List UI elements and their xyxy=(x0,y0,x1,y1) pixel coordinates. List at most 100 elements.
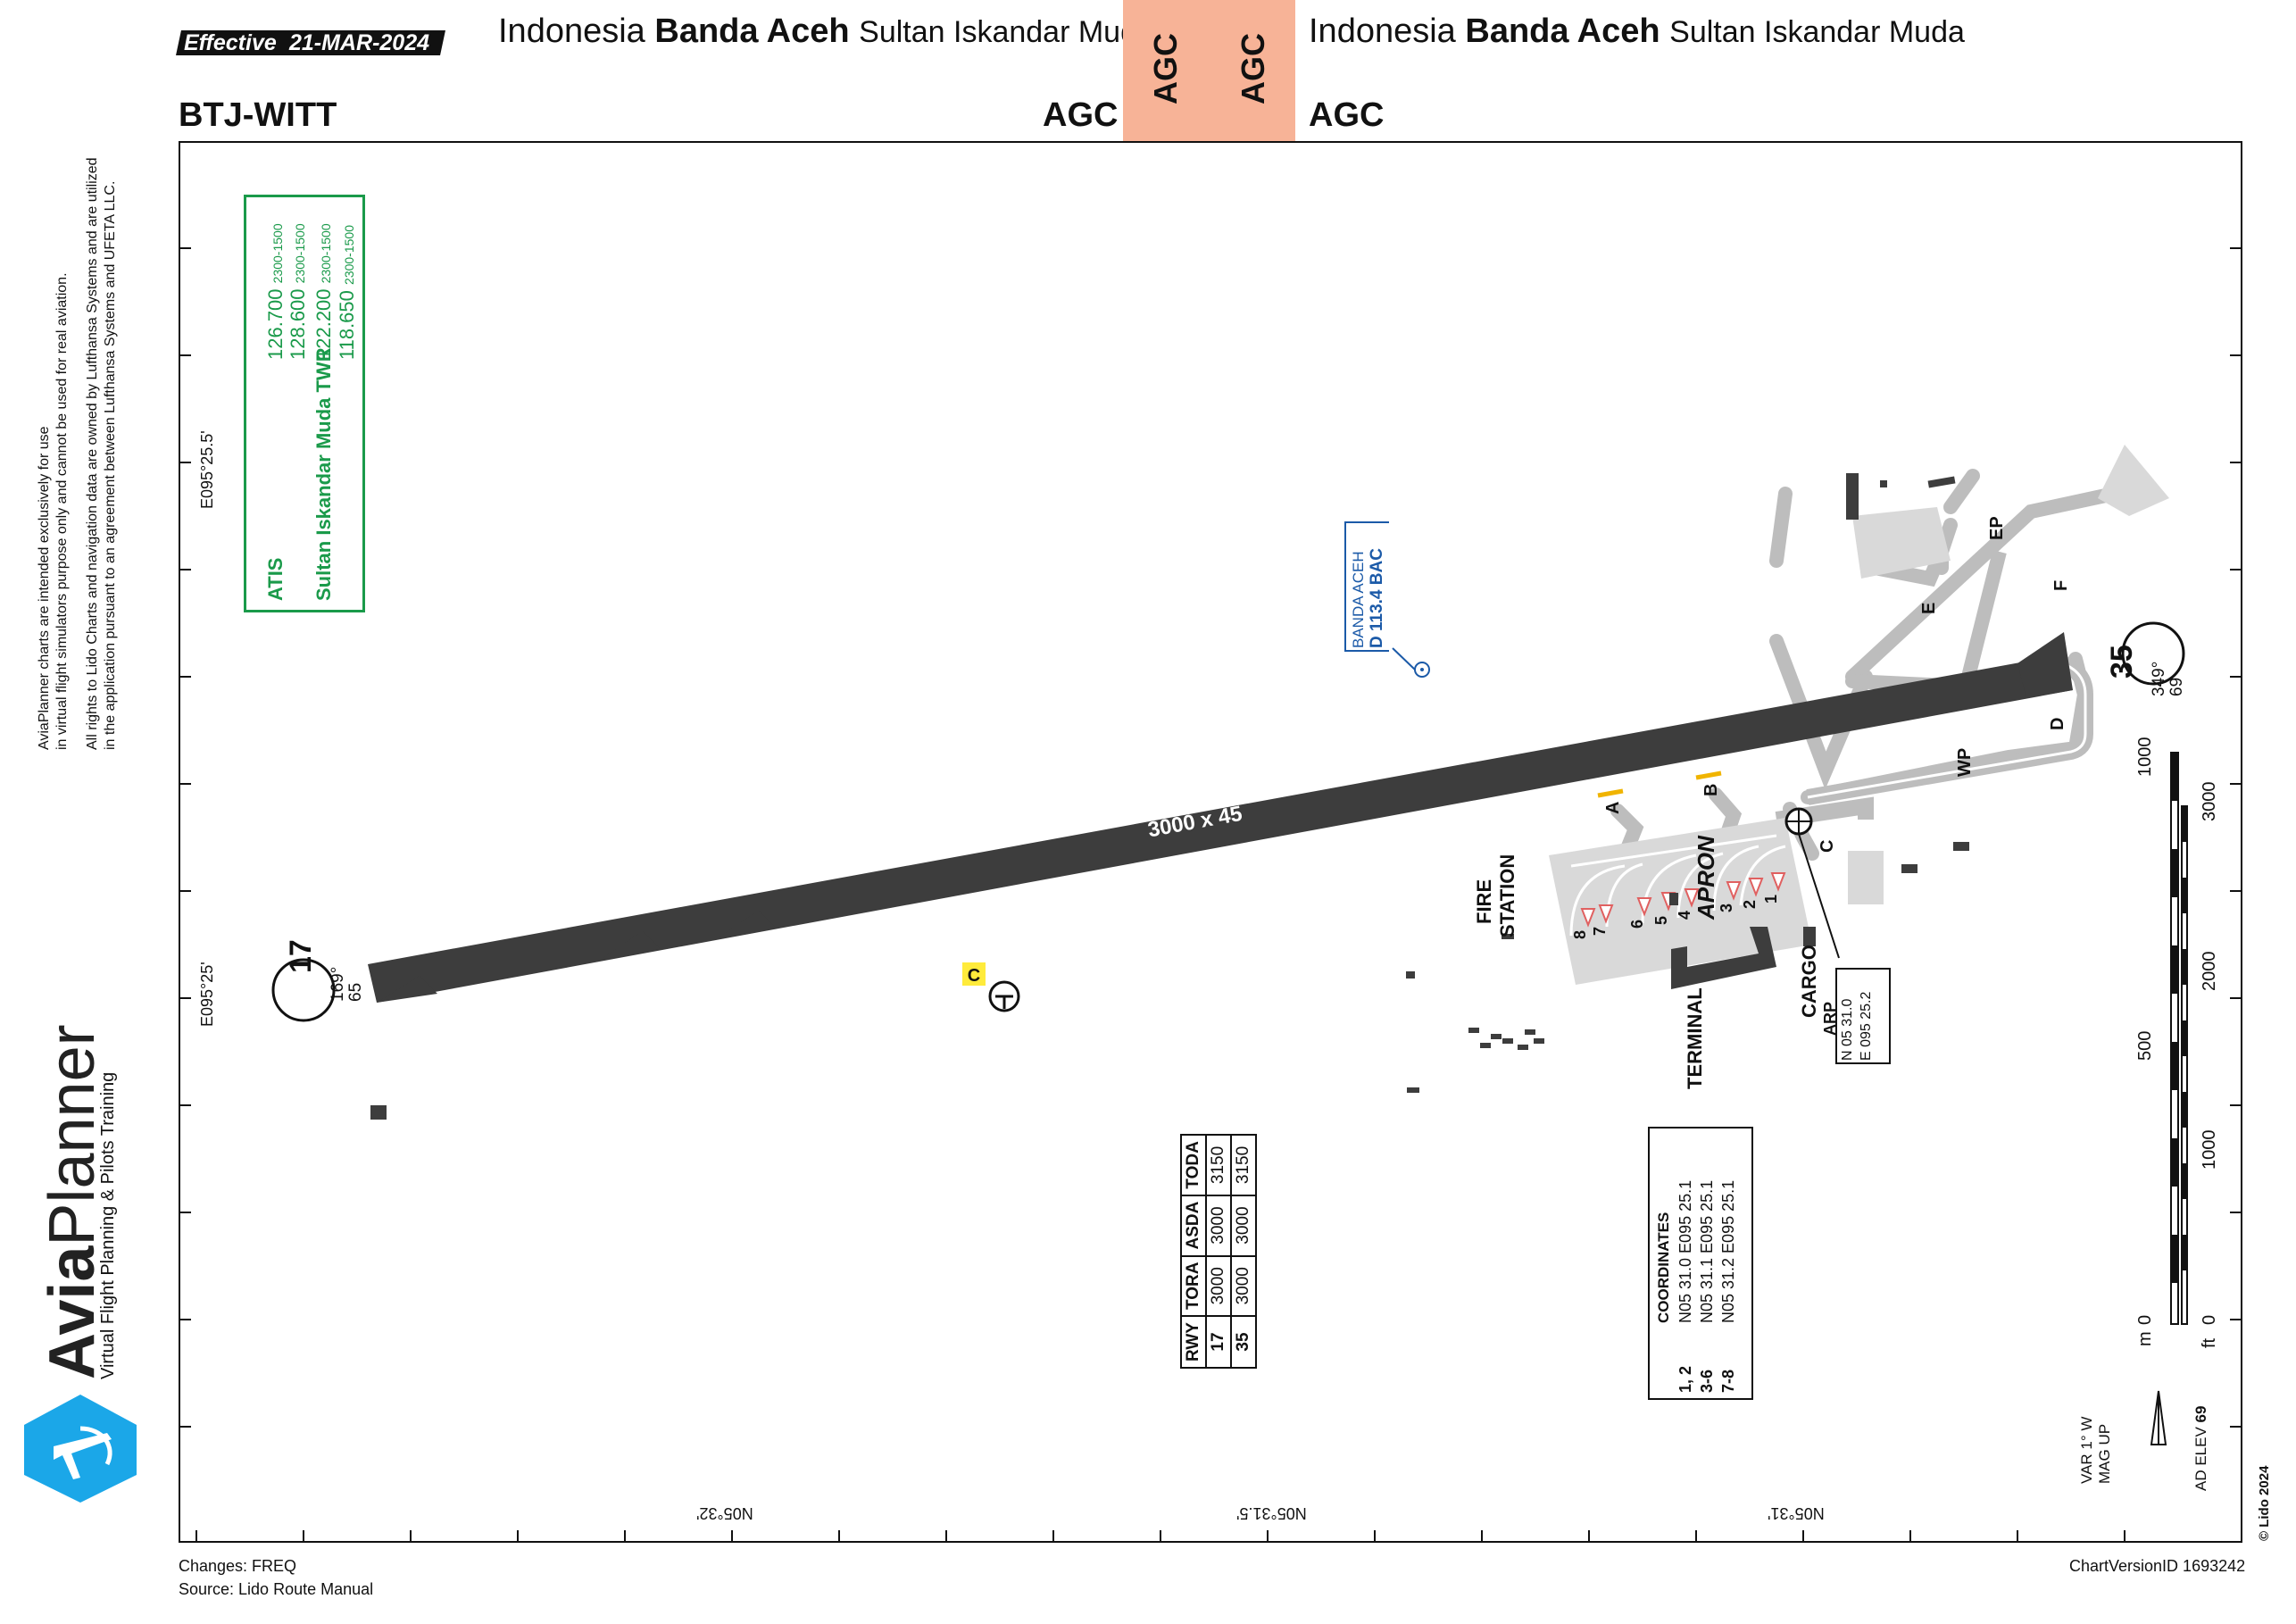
stand-label-4: 4 xyxy=(1676,910,1693,920)
twr-freq-2: 118.650 2300-1500 xyxy=(336,225,358,360)
rwy17-elev: 65 xyxy=(346,982,365,1002)
taxiway-wp-label: WP xyxy=(1955,747,1975,777)
rwy35-number: 35 xyxy=(2105,645,2139,679)
apron-label: APRON xyxy=(1693,836,1719,920)
stand-markers xyxy=(1580,872,1786,928)
taxiway-c-label: C xyxy=(1818,839,1837,853)
hotspot-c[interactable] xyxy=(962,962,986,986)
navaid-name: BANDA ACEH xyxy=(1350,551,1367,648)
decl-header: ASDA xyxy=(1181,1195,1206,1256)
disclaimer-line: AviaPlanner charts are intended exclusiv… xyxy=(37,426,52,750)
decl-header: TODA xyxy=(1181,1135,1206,1195)
scale-ft-unit: ft xyxy=(2200,1337,2219,1348)
stand-3 xyxy=(1726,881,1742,901)
fire-label: FIRE xyxy=(1473,879,1495,924)
city-name: Banda Aceh xyxy=(654,12,850,50)
ad-elev: AD ELEV 69 xyxy=(2192,1406,2210,1491)
decl-header: TORA xyxy=(1181,1255,1206,1317)
effective-date: 21-MAR-2024 xyxy=(288,30,429,55)
aerodrome-diagram: 3000 x 45 C xyxy=(179,247,2242,1543)
coord-stands-2: 3-6 xyxy=(1698,1369,1716,1393)
scale-m-unit: m xyxy=(2135,1331,2155,1346)
taxiway-ep xyxy=(1961,550,2007,679)
decl-cell: 3150 xyxy=(1206,1135,1231,1195)
decl-cell: 3150 xyxy=(1231,1135,1256,1195)
frame-ticks xyxy=(179,247,2242,1543)
stand-label-6: 6 xyxy=(1628,919,1646,929)
chart-frame xyxy=(179,141,2242,1543)
copyright: © Lido 2024 xyxy=(2257,1465,2272,1541)
page-title-left: Indonesia Banda Aceh Sultan Iskandar Mud… xyxy=(498,12,1154,51)
declared-distances-table: RWY TORA ASDA TODA 17 3000 3000 3150 35 … xyxy=(1180,1134,1257,1369)
stand-label-2: 2 xyxy=(1741,899,1759,909)
atis-label: ATIS xyxy=(264,557,287,601)
lat-label-left: N05°32' xyxy=(696,1504,753,1522)
decl-header: RWY xyxy=(1181,1316,1206,1368)
rwy35-threshold-icon xyxy=(2121,621,2185,686)
country-name: Indonesia xyxy=(1309,12,1456,50)
coord-value-3: N05 31.2 E095 25.1 xyxy=(1719,1179,1737,1323)
decl-cell: 3000 xyxy=(1231,1195,1256,1256)
lon-label-top: E095°25.5' xyxy=(198,430,216,509)
agc-tab-label: AGC xyxy=(1147,33,1184,104)
taxiway-lead xyxy=(1961,550,2007,679)
icao-code: BTJ-WITT xyxy=(179,96,337,134)
scale-ft-0: 0 xyxy=(2200,1314,2219,1325)
country-name: Indonesia xyxy=(498,12,645,50)
rwy17-bearing: 169° xyxy=(329,966,347,1002)
frequency-box: ATIS Sultan Iskandar Muda TWR 126.700 23… xyxy=(244,195,365,612)
decl-cell: 35 xyxy=(1231,1316,1256,1368)
airport-name: Sultan Iskandar Muda xyxy=(859,15,1154,49)
agc-tab-label: AGC xyxy=(1235,33,1271,104)
ad-elev-value: 69 xyxy=(2192,1405,2209,1423)
rwy35-bearing: 349° xyxy=(2150,661,2168,696)
brand-tagline: Virtual Flight Planning & Pilots Trainin… xyxy=(98,1071,118,1379)
twr-label: Sultan Iskandar Muda TWR xyxy=(312,347,335,601)
coord-value-1: N05 31.0 E095 25.1 xyxy=(1676,1179,1694,1323)
cargo-label: CARGO xyxy=(1798,945,1820,1018)
page-title-right: Indonesia Banda Aceh Sultan Iskandar Mud… xyxy=(1309,12,1965,51)
stand-label-1: 1 xyxy=(1762,894,1780,904)
footer-source: Source: Lido Route Manual xyxy=(179,1580,374,1598)
hotspot-c-label: C xyxy=(968,966,980,986)
cargo-building xyxy=(1803,927,1816,946)
terminal-label: TERMINAL xyxy=(1684,987,1706,1089)
coordinates-box: COORDINATES 1, 2 3-6 7-8 N05 31.0 E095 2… xyxy=(1648,1127,1753,1400)
airport-name: Sultan Iskandar Muda xyxy=(1669,15,1965,49)
decl-cell: 3000 xyxy=(1206,1255,1231,1317)
lat-label-mid: N05°31.5' xyxy=(1236,1504,1307,1522)
arp-label: ARP xyxy=(1821,1001,1839,1036)
agc-tab[interactable]: AGC AGC xyxy=(1123,0,1295,141)
taxiway-f xyxy=(1845,487,2121,684)
effective-label: Effective xyxy=(184,30,277,55)
footer-version: ChartVersionID 1693242 xyxy=(2069,1557,2246,1575)
coord-stands-3: 7-8 xyxy=(1719,1369,1737,1393)
taxiway-b-label: B xyxy=(1701,783,1721,796)
stand-label-3: 3 xyxy=(1718,903,1735,912)
disclaimer-line: in the application pursuant to an agreem… xyxy=(103,180,118,750)
stand-6 xyxy=(1636,897,1652,917)
ep-apron xyxy=(1852,507,1951,579)
chart-type-right: AGC xyxy=(1309,96,1385,134)
navaid-ident: D 113.4 BAC xyxy=(1368,548,1386,648)
atis-freq-2: 128.600 2300-1500 xyxy=(287,223,309,360)
brand-name-light: Planner xyxy=(37,1024,108,1246)
decl-cell: 3000 xyxy=(1206,1195,1231,1256)
runway-turnpad-35 xyxy=(2017,632,2073,698)
stand-8 xyxy=(1580,908,1596,928)
terminal-building xyxy=(1671,927,1776,989)
stand-2 xyxy=(1748,878,1764,897)
navaid-box[interactable]: BANDA ACEH D 113.4 BAC xyxy=(1344,521,1389,652)
city-name: Banda Aceh xyxy=(1465,12,1660,50)
stand-label-7: 7 xyxy=(1591,926,1609,936)
brand-name-bold: Avia xyxy=(37,1245,108,1379)
scale-m-500: 500 xyxy=(2135,1030,2155,1061)
taxiway-a-label: A xyxy=(1603,801,1623,814)
stand-1 xyxy=(1770,872,1786,892)
coordinates-title: COORDINATES xyxy=(1655,1212,1672,1323)
lat-label-right: N05°31' xyxy=(1768,1504,1825,1522)
taxiway-f-label: F xyxy=(2051,579,2071,591)
stand-4 xyxy=(1684,888,1700,908)
disclaimer-line: All rights to Lido Charts and navigation… xyxy=(85,157,100,750)
taxiway-d-label: D xyxy=(2048,717,2067,730)
